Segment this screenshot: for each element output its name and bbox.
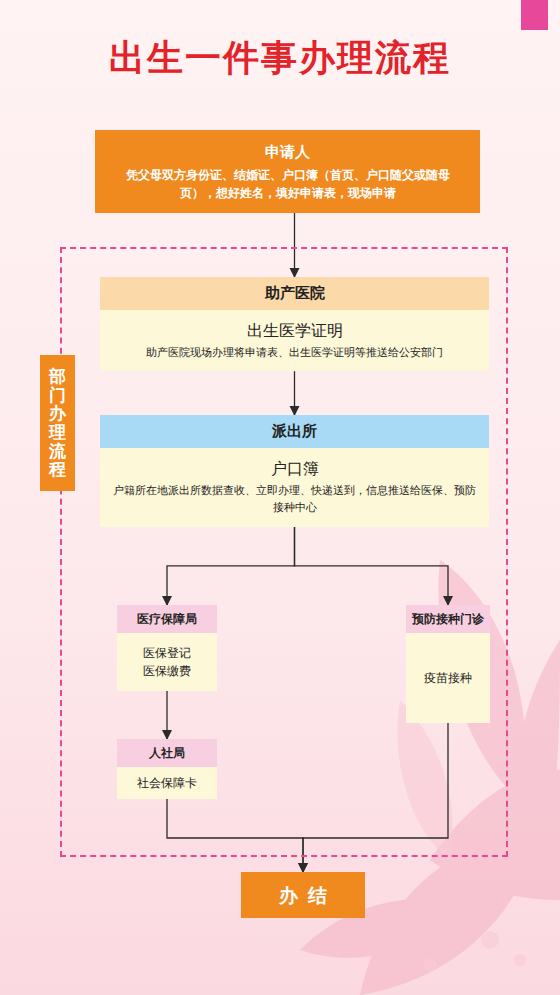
flow-arrow	[294, 213, 295, 277]
box-heading: 预防接种门诊	[408, 611, 488, 627]
region-tag: 部门办理流程	[40, 355, 75, 491]
terminal-box: 办结	[241, 872, 365, 918]
box-text: 社会保障卡	[121, 774, 213, 792]
box-heading: 派出所	[108, 421, 481, 442]
diagram-title: 出生一件事办理流程	[0, 34, 560, 83]
flow-arrow	[167, 527, 295, 605]
flow-arrow	[294, 371, 295, 415]
box-text: 出生医学证明	[110, 318, 479, 344]
box-text: 疫苗接种	[410, 669, 486, 687]
flow-arrow	[167, 799, 303, 872]
flow-arrow	[295, 527, 449, 605]
process-box: 助产医院出生医学证明助产医院现场办理将申请表、出生医学证明等推送给公安部门	[100, 277, 489, 371]
box-text: 助产医院现场办理将申请表、出生医学证明等推送给公安部门	[110, 344, 479, 362]
box-body: 出生医学证明助产医院现场办理将申请表、出生医学证明等推送给公安部门	[100, 310, 489, 371]
box-heading: 办结	[249, 882, 357, 909]
box-header: 助产医院	[100, 277, 489, 310]
box-heading: 助产医院	[108, 283, 481, 304]
process-box: 预防接种门诊疫苗接种	[406, 605, 490, 723]
box-heading: 申请人	[109, 142, 466, 163]
corner-tab	[521, 0, 548, 30]
box-heading: 人社局	[119, 745, 215, 761]
box-body: 凭父母双方身份证、结婚证、户口簿（首页、户口随父或随母页），想好姓名，填好申请表…	[109, 166, 466, 202]
box-heading: 医疗保障局	[119, 611, 215, 627]
region-label: 部门办理流程	[49, 367, 66, 479]
box-body: 社会保障卡	[117, 767, 217, 799]
box-header: 医疗保障局	[117, 605, 217, 633]
box-text: 医保登记	[121, 644, 213, 662]
box-text: 医保缴费	[121, 662, 213, 680]
process-box: 派出所户口簿户籍所在地派出所数据查收、立即办理、快递送到，信息推送给医保、预防接…	[100, 415, 489, 527]
flower-art	[300, 560, 560, 995]
box-header: 人社局	[117, 739, 217, 767]
box-header: 预防接种门诊	[406, 605, 490, 633]
box-body: 疫苗接种	[406, 633, 490, 723]
terminal-box: 申请人凭父母双方身份证、结婚证、户口簿（首页、户口随父或随母页），想好姓名，填好…	[95, 130, 480, 213]
box-body: 医保登记医保缴费	[117, 633, 217, 691]
process-region: 部门办理流程助产医院出生医学证明助产医院现场办理将申请表、出生医学证明等推送给公…	[60, 247, 508, 857]
process-box: 人社局社会保障卡	[117, 739, 217, 799]
box-text: 户籍所在地派出所数据查收、立即办理、快递送到，信息推送给医保、预防接种中心	[110, 482, 479, 517]
box-body: 户口簿户籍所在地派出所数据查收、立即办理、快递送到，信息推送给医保、预防接种中心	[100, 448, 489, 527]
box-header: 派出所	[100, 415, 489, 448]
box-text: 户口簿	[110, 456, 479, 482]
flow-arrow	[166, 691, 167, 739]
flow-arrow	[303, 723, 448, 872]
process-box: 医疗保障局医保登记医保缴费	[117, 605, 217, 691]
